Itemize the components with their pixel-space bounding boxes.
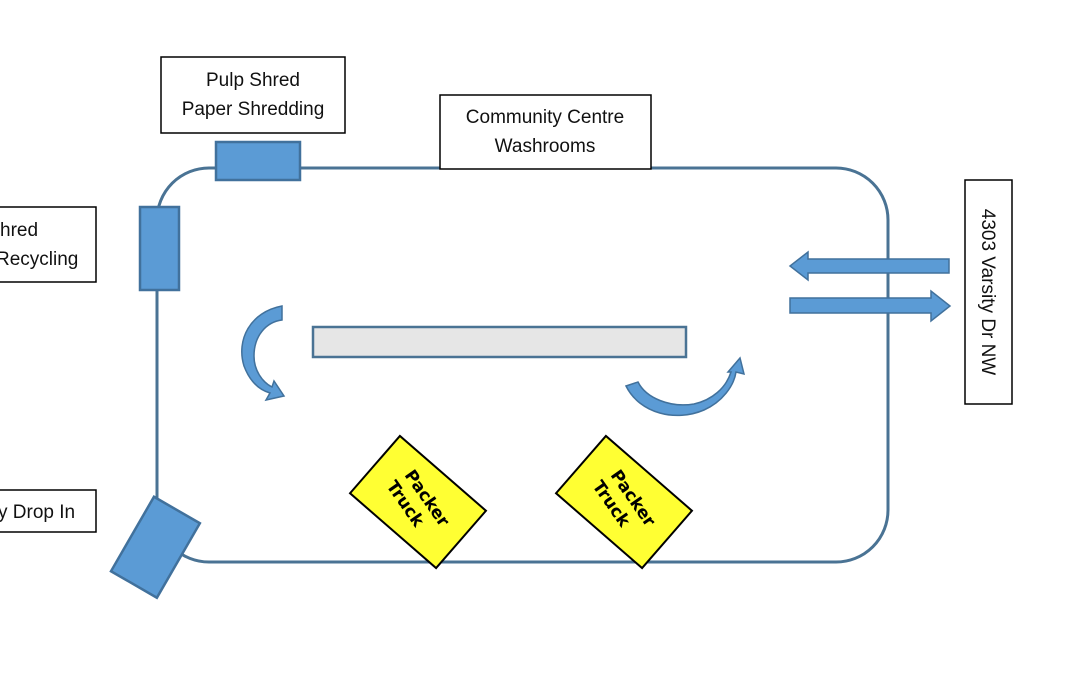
exit-arrow-right-icon [789,289,952,323]
drop-in-text: y Drop In [0,502,75,523]
curved-arrow-right-icon [624,356,746,417]
recycling-station [138,205,181,292]
address-text: 4303 Varsity Dr NW [977,209,998,376]
pulp-shred-line2: Paper Shredding [182,99,325,120]
pulp-shred-line1: Pulp Shred [206,70,300,91]
community-centre-line2: Washrooms [495,136,596,157]
address-label: 4303 Varsity Dr NW [964,179,1013,405]
packer-truck: Packer Truck [348,434,488,570]
traffic-loop [155,166,890,564]
pulp-shred-station [214,140,302,182]
center-island [311,325,688,359]
drop-in-label: y Drop In [0,489,97,533]
community-centre-label: Community Centre Washrooms [439,94,652,170]
curved-arrow-left-icon [241,305,286,402]
recycling-line1: hred [0,220,38,241]
entry-arrow-left-icon [788,250,950,282]
drop-in-station [109,495,202,600]
community-centre-line1: Community Centre [466,107,624,128]
recycling-line2: Recycling [0,249,78,270]
packer-truck: Packer Truck [554,434,694,570]
recycling-label: hred Recycling [0,206,97,283]
pulp-shred-label: Pulp Shred Paper Shredding [160,56,346,134]
